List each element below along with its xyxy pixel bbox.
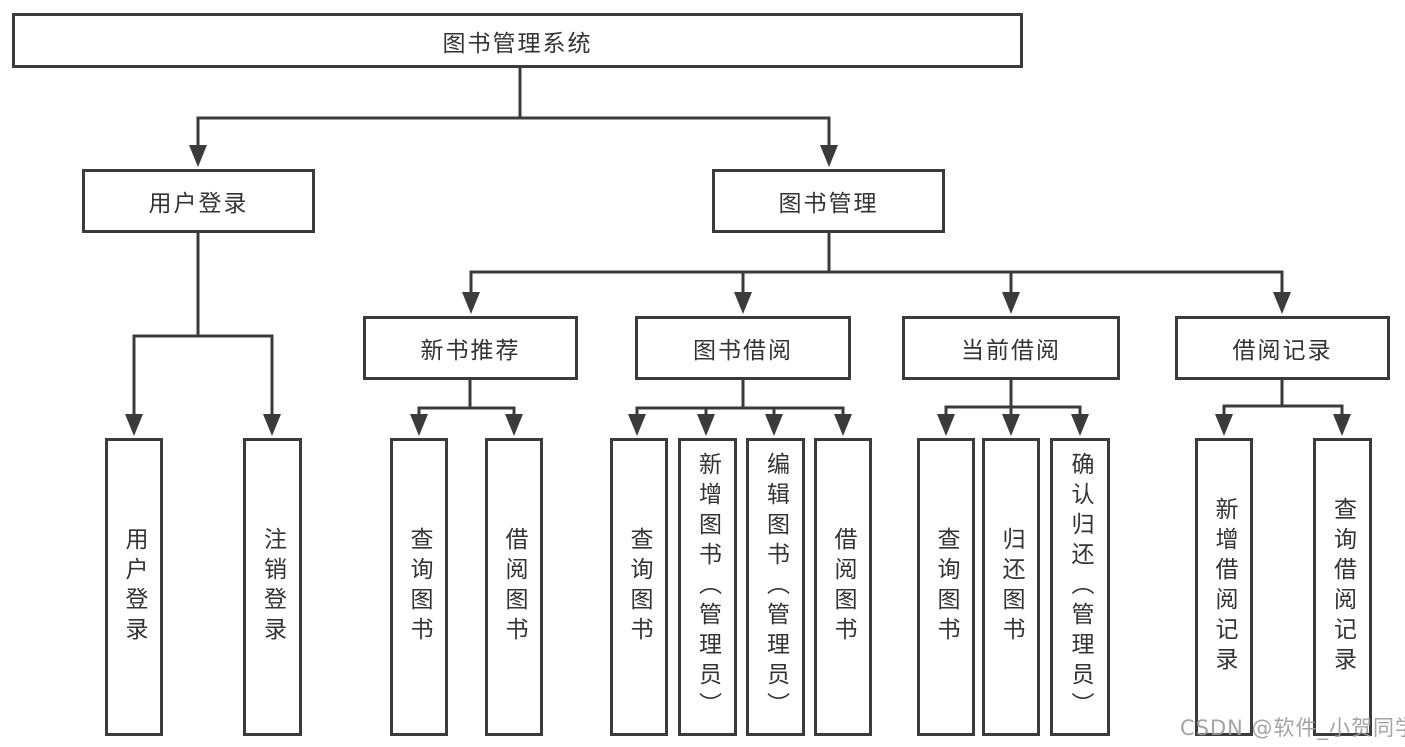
node-label: 当前借阅	[961, 338, 1061, 364]
node-label: 新增图书（管理员）	[694, 452, 721, 722]
node-label: 图书借阅	[693, 338, 793, 364]
node-label: 注销登录	[259, 527, 286, 647]
node-label: 编辑图书（管理员）	[762, 452, 789, 722]
node-label: 查询借阅记录	[1329, 497, 1356, 677]
node-label: 查询图书	[406, 527, 432, 647]
watermark: CSDN @软件_小贺同学	[1180, 716, 1405, 740]
node-root-system: 图书管理系统	[12, 13, 1023, 68]
node-label: 图书管理系统	[442, 30, 593, 57]
leaf-query-borrow-record: 查询借阅记录	[1313, 438, 1372, 736]
node-borrow-records: 借阅记录	[1175, 316, 1390, 380]
leaf-confirm-return-admin: 确认归还（管理员）	[1050, 438, 1110, 736]
leaf-query-books-current: 查询图书	[917, 438, 975, 736]
leaf-borrow-books-recommend: 借阅图书	[485, 438, 543, 736]
leaf-query-books-recommend: 查询图书	[390, 438, 448, 736]
leaf-user-login: 用户登录	[105, 438, 163, 736]
node-label: 归还图书	[998, 527, 1024, 647]
node-label: 图书管理	[778, 191, 879, 217]
node-label: 用户登录	[121, 527, 147, 647]
node-label: 确认归还（管理员）	[1067, 452, 1093, 722]
leaf-edit-books-admin: 编辑图书（管理员）	[746, 438, 805, 736]
node-label: 用户登录	[148, 191, 249, 217]
leaf-borrow-books-borrow: 借阅图书	[814, 438, 872, 736]
leaf-return-books: 归还图书	[982, 438, 1040, 736]
node-label: 新增借阅记录	[1211, 497, 1237, 677]
leaf-query-books-borrow: 查询图书	[610, 438, 668, 736]
node-user-login: 用户登录	[82, 169, 315, 233]
node-label: 借阅图书	[830, 527, 856, 647]
node-label: 新书推荐	[420, 338, 521, 364]
node-new-book-recommend: 新书推荐	[363, 316, 578, 380]
leaf-add-books-admin: 新增图书（管理员）	[678, 438, 737, 736]
leaf-add-borrow-record: 新增借阅记录	[1195, 438, 1253, 736]
node-current-borrow: 当前借阅	[902, 316, 1120, 380]
node-label: 查询图书	[933, 527, 959, 647]
node-label: 借阅记录	[1232, 338, 1333, 364]
node-book-management: 图书管理	[712, 169, 945, 233]
node-book-borrow: 图书借阅	[635, 316, 851, 380]
node-label: 借阅图书	[501, 527, 527, 647]
leaf-logout: 注销登录	[243, 438, 302, 736]
node-label: 查询图书	[626, 527, 652, 647]
